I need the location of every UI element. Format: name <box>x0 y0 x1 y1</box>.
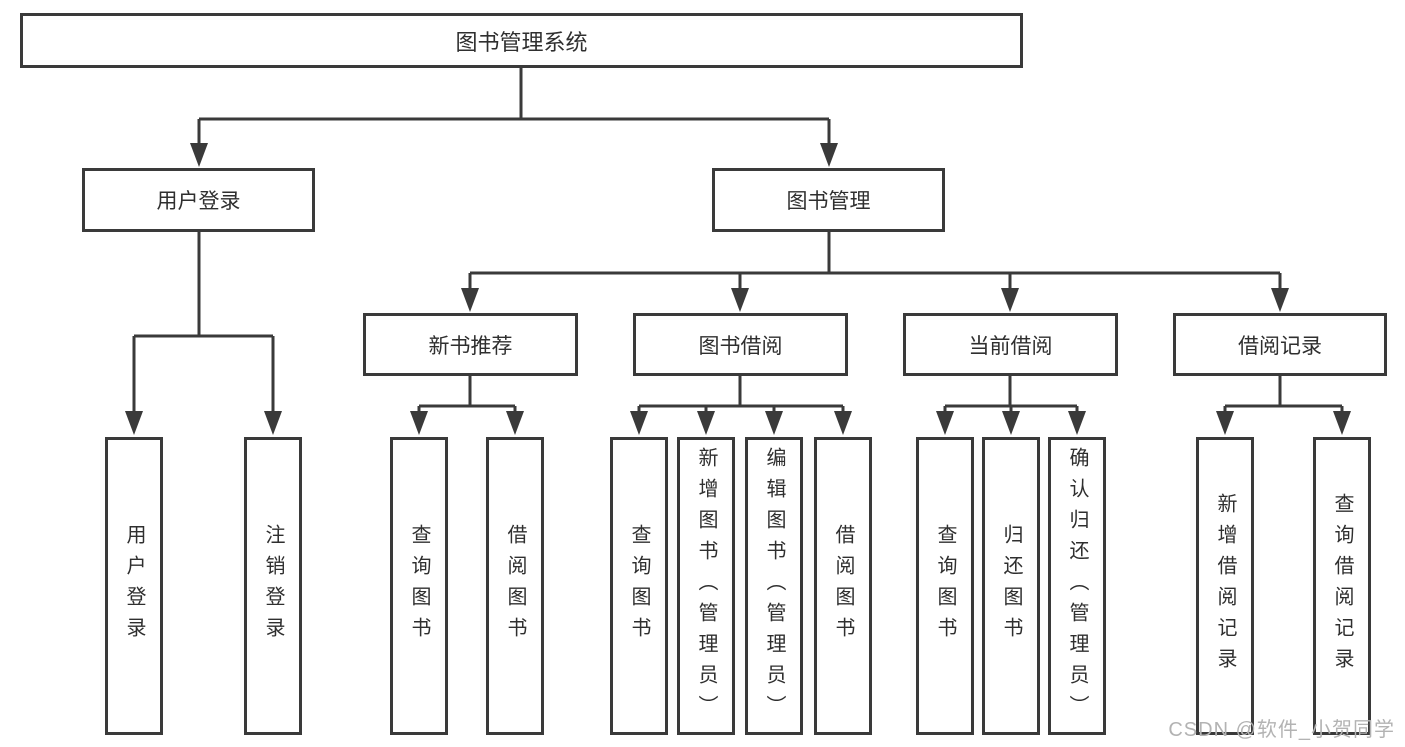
node-label: 当前借阅 <box>968 334 1053 358</box>
node-label: 用户登录 <box>156 190 241 213</box>
node-label: 编辑图书（管理员） <box>763 446 785 726</box>
node-leaf-query-books-borrowing: 查询图书 <box>610 437 668 735</box>
node-label: 注销登录 <box>262 524 284 648</box>
node-label: 新增图书（管理员） <box>695 446 717 726</box>
node-label: 查询借阅记录 <box>1331 493 1353 679</box>
node-leaf-logout: 注销登录 <box>244 437 302 735</box>
node-label: 借阅图书 <box>504 524 526 648</box>
node-leaf-confirm-return-admin: 确认归还（管理员） <box>1048 437 1106 735</box>
node-leaf-query-books-newbooks: 查询图书 <box>390 437 448 735</box>
node-label: 借阅图书 <box>832 524 854 648</box>
node-label: 图书管理系统 <box>455 29 588 55</box>
node-label: 查询图书 <box>408 524 430 648</box>
node-label: 用户登录 <box>123 524 145 648</box>
node-label: 归还图书 <box>1000 524 1022 648</box>
node-current-borrowing: 当前借阅 <box>903 313 1118 376</box>
node-label: 新增借阅记录 <box>1214 493 1236 679</box>
watermark-text: CSDN @软件_小贺同学 <box>1168 719 1395 741</box>
node-root: 图书管理系统 <box>20 13 1023 68</box>
node-leaf-borrow-books-borrowing: 借阅图书 <box>814 437 872 735</box>
node-label: 借阅记录 <box>1238 334 1322 358</box>
node-leaf-return-books: 归还图书 <box>982 437 1040 735</box>
node-leaf-user-login: 用户登录 <box>105 437 163 735</box>
node-label: 查询图书 <box>628 524 650 648</box>
node-book-management: 图书管理 <box>712 168 945 232</box>
node-label: 确认归还（管理员） <box>1066 446 1088 726</box>
node-leaf-query-borrow-record: 查询借阅记录 <box>1313 437 1371 735</box>
node-leaf-query-books-current: 查询图书 <box>916 437 974 735</box>
node-user-login: 用户登录 <box>82 168 315 232</box>
node-new-book-recommend: 新书推荐 <box>363 313 578 376</box>
node-leaf-edit-books-admin: 编辑图书（管理员） <box>745 437 803 735</box>
node-leaf-add-books-admin: 新增图书（管理员） <box>677 437 735 735</box>
node-label: 新书推荐 <box>428 334 513 358</box>
node-label: 图书管理 <box>786 190 871 213</box>
node-leaf-borrow-books-newbooks: 借阅图书 <box>486 437 544 735</box>
node-borrowing-records: 借阅记录 <box>1173 313 1387 376</box>
node-book-borrowing: 图书借阅 <box>633 313 848 376</box>
node-label: 图书借阅 <box>698 334 783 358</box>
node-leaf-add-borrow-record: 新增借阅记录 <box>1196 437 1254 735</box>
node-label: 查询图书 <box>934 524 956 648</box>
